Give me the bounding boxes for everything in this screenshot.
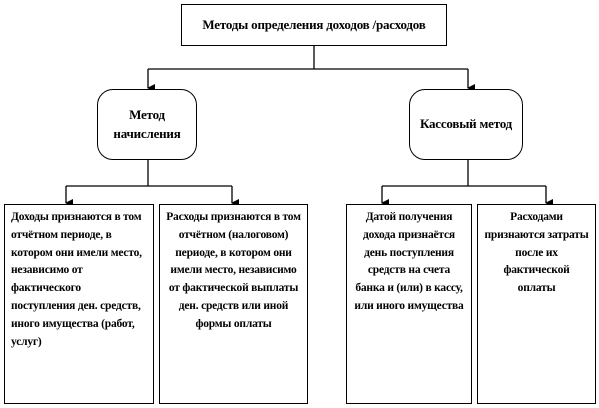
accrual-method-node: Метод начисления bbox=[97, 89, 197, 160]
accrual-method-label: Метод начисления bbox=[113, 106, 181, 141]
root-node: Методы определения доходов /расходов bbox=[181, 4, 447, 46]
cash-expense-node: Расходами признаются затраты после их фа… bbox=[477, 204, 596, 404]
cash-expense-text: Расходами признаются затраты после их фа… bbox=[484, 211, 589, 295]
root-node-label: Методы определения доходов /расходов bbox=[202, 16, 426, 32]
accrual-expense-text: Расходы признаются в том отчётном (налог… bbox=[166, 211, 301, 330]
cash-method-node: Кассовый метод bbox=[409, 89, 523, 160]
cash-method-label: Кассовый метод bbox=[419, 116, 513, 132]
accrual-income-text: Доходы признаются в том отчётном периоде… bbox=[11, 211, 142, 348]
accrual-expense-node: Расходы признаются в том отчётном (налог… bbox=[159, 204, 308, 404]
accrual-income-node: Доходы признаются в том отчётном периоде… bbox=[4, 204, 154, 404]
cash-income-node: Датой получения дохода признаётся день п… bbox=[346, 204, 472, 404]
cash-income-text: Датой получения дохода признаётся день п… bbox=[354, 211, 464, 313]
